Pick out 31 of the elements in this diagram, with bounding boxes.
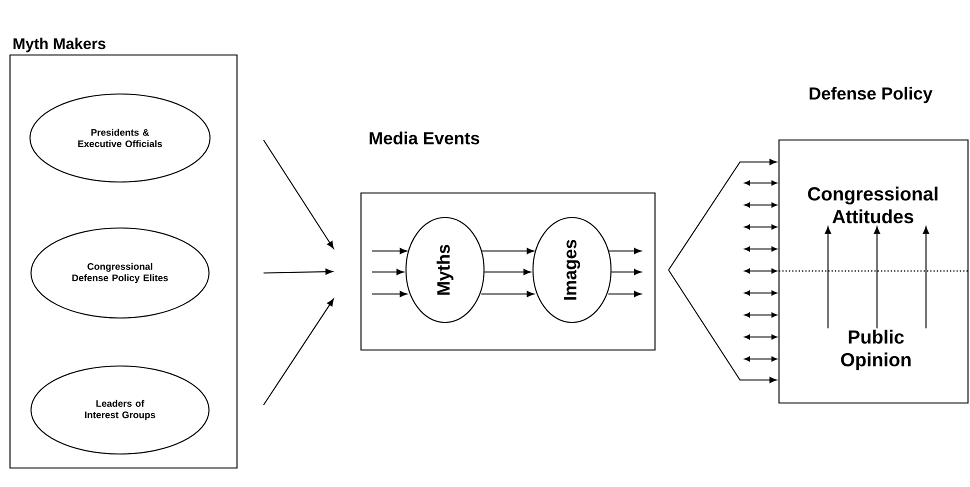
arrow xyxy=(480,248,534,254)
arrow xyxy=(744,224,778,230)
node-label: Media Events xyxy=(370,132,480,144)
arrow xyxy=(668,158,777,270)
arrow xyxy=(372,290,408,298)
arrow xyxy=(372,248,408,254)
node-label: Defense Policy xyxy=(810,86,932,104)
arrow xyxy=(668,270,777,384)
arrow xyxy=(611,268,642,276)
arrow xyxy=(744,356,778,362)
arrow xyxy=(263,298,334,406)
arrow xyxy=(922,226,930,328)
node-label: Congressional Attitudes xyxy=(808,186,938,224)
arrow xyxy=(824,226,832,328)
arrow xyxy=(484,268,531,276)
arrow xyxy=(608,248,642,254)
arrow xyxy=(264,268,333,275)
arrow xyxy=(744,290,778,296)
arrow xyxy=(744,312,778,318)
arrow xyxy=(744,246,778,252)
arrow xyxy=(263,140,334,249)
arrow xyxy=(744,334,778,340)
arrow xyxy=(744,202,778,208)
arrow xyxy=(372,268,404,276)
node-label: Public Opinion xyxy=(841,330,911,370)
arrow xyxy=(744,268,778,274)
arrow xyxy=(744,180,778,186)
arrow xyxy=(608,290,642,298)
node-label: Myth Makers xyxy=(14,38,106,52)
arrow xyxy=(480,290,534,298)
arrow xyxy=(874,226,880,328)
